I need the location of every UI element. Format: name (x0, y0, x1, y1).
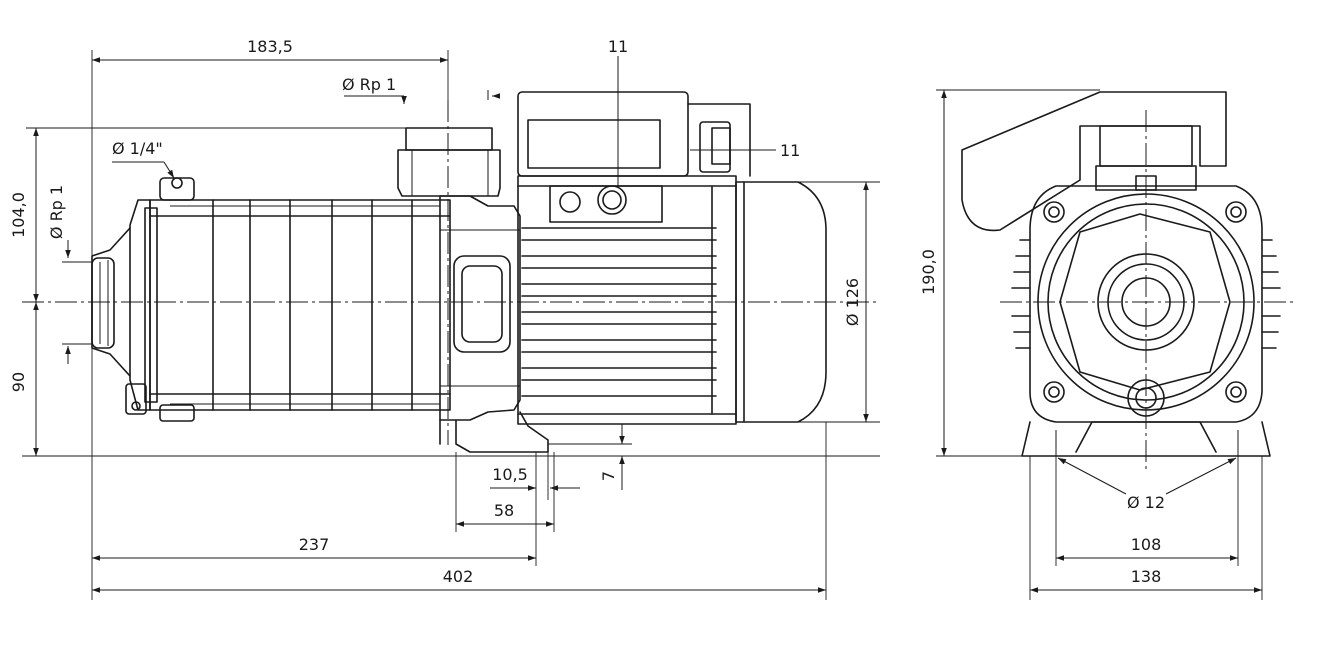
dim-58-label: 58 (494, 501, 514, 520)
dim-237-label: 237 (299, 535, 330, 554)
cable-gland-icon (597, 185, 627, 215)
discharge-head (397, 127, 501, 197)
dim-183-5-label: 183,5 (247, 37, 293, 56)
inlet-end-cap (91, 177, 195, 422)
dim-7-label: 7 (599, 471, 618, 481)
dim-104-label: 104,0 (9, 192, 28, 238)
discharge-label: Ø Rp 1 (342, 75, 396, 94)
inlet-label: Ø Rp 1 (47, 185, 66, 239)
dim-138-label: 138 (1131, 567, 1162, 586)
fan-cover (735, 181, 827, 423)
front-base (1021, 421, 1271, 457)
dim-402-label: 402 (443, 567, 474, 586)
side-view: 183,5 Ø Rp 1 104,0 90 Ø 1/4" Ø Rp 1 (9, 37, 880, 600)
motor-diameter-label: Ø 126 (843, 278, 862, 326)
gland-side-label: 11 (780, 141, 800, 160)
dim-10-5-label: 10,5 (492, 465, 528, 484)
pump-stage-stack (144, 199, 451, 411)
hole-diameter-label: Ø 12 (1127, 493, 1165, 512)
terminal-box (517, 91, 751, 177)
dim-108-label: 108 (1131, 535, 1162, 554)
dim-190-label: 190,0 (919, 249, 938, 295)
front-housing (1011, 185, 1281, 423)
front-view: 190,0 Ø 12 108 138 (919, 89, 1296, 600)
dim-90-label: 90 (9, 372, 28, 392)
front-terminal-box (961, 91, 1227, 232)
front-view-dimensions: 190,0 Ø 12 108 138 (919, 89, 1263, 600)
motor-body (517, 175, 737, 425)
side-view-dimensions: 183,5 Ø Rp 1 104,0 90 Ø 1/4" Ø Rp 1 (9, 37, 880, 600)
gland-top-label: 11 (608, 37, 628, 56)
vent-label: Ø 1/4" (112, 139, 163, 158)
